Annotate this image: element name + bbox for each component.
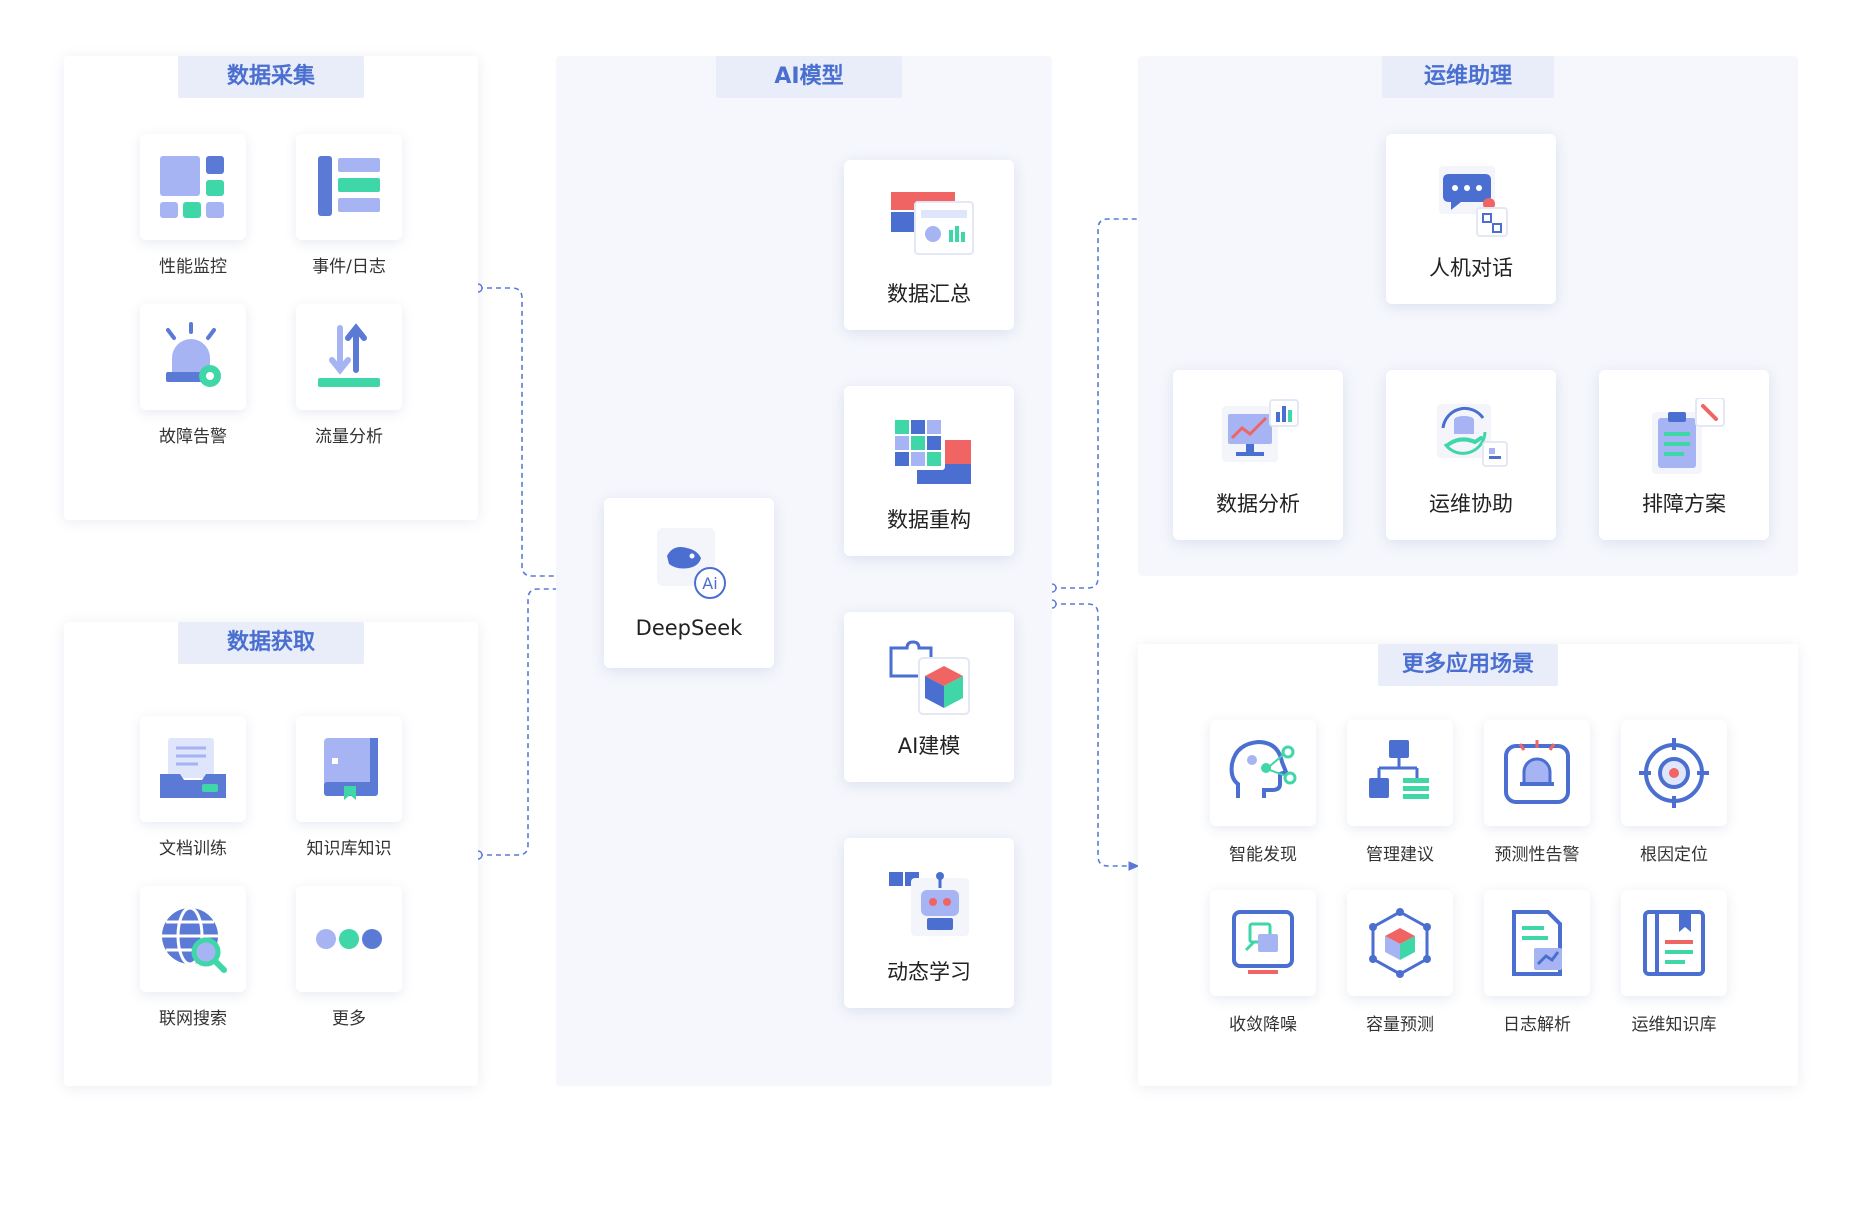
card-label: 运维协助 <box>1429 492 1513 516</box>
converge-frame-icon <box>1232 910 1294 974</box>
data-analysis-card[interactable]: 数据分析 <box>1173 370 1343 540</box>
tile-label: 预测性告警 <box>1494 845 1580 865</box>
tile-label: 联网搜索 <box>159 1009 227 1029</box>
ai-modeling-card[interactable]: AI建模 <box>844 612 1014 782</box>
svg-text:Ai: Ai <box>702 574 717 593</box>
card-label: 人机对话 <box>1429 256 1513 280</box>
card-label: 数据重构 <box>887 508 971 532</box>
bookmark-book-icon <box>1643 910 1705 976</box>
root-cause-tile[interactable] <box>1621 720 1727 826</box>
panel-data-collection: 数据采集 性能监控 事件/日志 故障告警 <box>64 56 478 520</box>
tile-label: 更多 <box>332 1009 366 1029</box>
tile-label: 容量预测 <box>1366 1015 1434 1035</box>
doc-training-tile[interactable] <box>140 716 246 822</box>
monitor-chart-icon <box>1222 399 1299 462</box>
tile-label: 流量分析 <box>315 427 383 447</box>
clipboard-wrench-icon <box>1652 398 1725 474</box>
card-label: 数据分析 <box>1216 492 1300 516</box>
card-label: DeepSeek <box>635 616 743 640</box>
card-label: 排障方案 <box>1642 492 1726 516</box>
noise-reduction-tile[interactable] <box>1210 890 1316 996</box>
ops-assist-card[interactable]: 运维协助 <box>1386 370 1556 540</box>
card-label: AI建模 <box>897 734 961 758</box>
fault-alarm-tile[interactable] <box>140 304 246 410</box>
web-search-tile[interactable] <box>140 886 246 992</box>
knowledge-book-icon <box>324 738 378 800</box>
management-advice-tile[interactable] <box>1347 720 1453 826</box>
dynamic-learning-card[interactable]: 动态学习 <box>844 838 1014 1008</box>
ops-knowledge-base-tile[interactable] <box>1621 890 1727 996</box>
target-crosshair-icon <box>1639 738 1709 808</box>
robot-learning-icon <box>889 872 969 936</box>
tile-label: 性能监控 <box>159 257 227 277</box>
chat-bubble-icon <box>1439 166 1508 237</box>
log-list-icon <box>318 156 380 216</box>
human-machine-dialog-card[interactable]: 人机对话 <box>1386 134 1556 304</box>
tile-label: 事件/日志 <box>312 257 386 277</box>
data-grid-icon <box>891 416 971 484</box>
connector-to-more <box>1052 603 1140 871</box>
globe-search-icon <box>162 906 227 973</box>
tile-label: 运维知识库 <box>1631 1015 1717 1035</box>
org-tree-icon <box>1369 740 1429 799</box>
alarm-bell-gear-icon <box>166 322 221 387</box>
troubleshoot-plan-card[interactable]: 排障方案 <box>1599 370 1769 540</box>
more-dots-icon <box>316 929 382 949</box>
capacity-forecast-tile[interactable] <box>1347 890 1453 996</box>
predictive-alarm-tile[interactable] <box>1484 720 1590 826</box>
card-label: 数据汇总 <box>887 282 971 306</box>
smart-discovery-tile[interactable] <box>1210 720 1316 826</box>
panel-title: AI模型 <box>716 56 902 98</box>
panel-title: 数据采集 <box>178 56 364 98</box>
tile-label: 管理建议 <box>1366 845 1434 865</box>
head-network-icon <box>1229 739 1297 798</box>
tile-label: 日志解析 <box>1503 1015 1571 1035</box>
bell-frame-icon <box>1504 740 1570 804</box>
document-chart-icon <box>1512 910 1562 976</box>
panel-title: 更多应用场景 <box>1378 644 1558 686</box>
panel-title: 数据获取 <box>178 622 364 664</box>
event-log-tile[interactable] <box>296 134 402 240</box>
more-sources-tile[interactable] <box>296 886 402 992</box>
tile-label: 文档训练 <box>159 839 227 859</box>
tile-label: 根因定位 <box>1640 845 1708 865</box>
card-label: 动态学习 <box>887 960 971 984</box>
perf-monitor-tile[interactable] <box>140 134 246 240</box>
deepseek-card[interactable]: Ai DeepSeek <box>604 498 774 668</box>
data-summary-card[interactable]: 数据汇总 <box>844 160 1014 330</box>
data-restructure-card[interactable]: 数据重构 <box>844 386 1014 556</box>
tile-label: 智能发现 <box>1229 845 1297 865</box>
cube-puzzle-icon <box>889 640 970 715</box>
traffic-arrows-icon <box>318 323 380 387</box>
tile-label: 故障告警 <box>159 427 227 447</box>
panel-more-scenarios: 更多应用场景 智能发现 管理建议 <box>1138 644 1798 1086</box>
tile-label: 知识库知识 <box>306 839 392 859</box>
panel-title: 运维助理 <box>1382 56 1554 98</box>
hand-database-icon <box>1437 404 1508 467</box>
deepseek-logo-icon: Ai <box>657 528 726 599</box>
panel-data-acquisition: 数据获取 文档训练 知识库知识 联 <box>64 622 478 1086</box>
document-tray-icon <box>160 738 226 798</box>
cube-network-icon <box>1369 908 1431 978</box>
data-summary-icon <box>891 192 974 255</box>
tile-label: 收敛降噪 <box>1229 1015 1297 1035</box>
dashboard-icon <box>160 156 224 218</box>
traffic-analysis-tile[interactable] <box>296 304 402 410</box>
log-parsing-tile[interactable] <box>1484 890 1590 996</box>
knowledge-base-tile[interactable] <box>296 716 402 822</box>
